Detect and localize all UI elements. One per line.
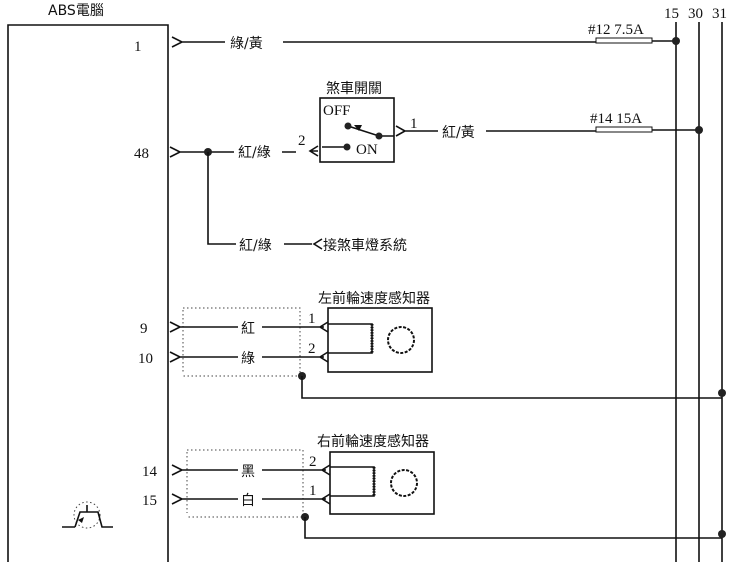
left-front-wheel-speed-sensor: 9 10 紅 綠 1 2 左前輪速度感知器 — [138, 290, 726, 399]
transistor-icon — [62, 501, 113, 529]
left-sensor-pin-1: 1 — [308, 311, 316, 327]
wire-color-14: 黑 — [241, 464, 255, 480]
right-sensor-pin-2: 2 — [309, 454, 317, 470]
wire-color-1: 綠/黃 — [230, 36, 263, 52]
left-sensor-title: 左前輪速度感知器 — [318, 290, 430, 307]
wire-color-48: 紅/綠 — [238, 145, 271, 161]
right-sensor-pin-1: 1 — [309, 483, 317, 499]
brake-switch-title: 煞車開關 — [326, 80, 382, 97]
wire-color-15: 白 — [241, 493, 255, 509]
right-front-wheel-speed-sensor: 14 15 黑 白 2 1 右前輪速度感知器 — [142, 433, 726, 539]
right-sensor-title: 右前輪速度感知器 — [317, 433, 429, 450]
bus-label-30: 30 — [688, 6, 703, 22]
fuse-14-label: #14 15A — [590, 111, 642, 127]
switch-off-label: OFF — [323, 103, 351, 119]
power-bus: 15 30 31 — [664, 6, 727, 562]
wire-color-10: 綠 — [241, 351, 255, 367]
wire-color-9: 紅 — [241, 321, 255, 337]
circuit-pin-1: 1 綠/黃 #12 7.5A — [134, 22, 680, 55]
brake-light-system-label: 接煞車燈系統 — [323, 237, 407, 254]
fuse-12-label: #12 7.5A — [588, 22, 644, 38]
pin-1-label: 1 — [134, 39, 142, 55]
fuse-14 — [595, 126, 653, 133]
pin-9-label: 9 — [140, 321, 148, 337]
wire-color-switch-out: 紅/黃 — [442, 125, 475, 141]
pin-14-label: 14 — [142, 464, 158, 480]
pin-15-label: 15 — [142, 493, 157, 509]
wire-color-48b: 紅/綠 — [239, 238, 272, 254]
circuit-pin-48: 48 紅/綠 2 紅/綠 接煞車燈系統 — [134, 133, 407, 254]
abs-ecu: ABS電腦 — [7, 3, 169, 562]
pin-48-label: 48 — [134, 146, 149, 162]
fuse-12 — [595, 37, 653, 44]
bus-label-31: 31 — [712, 6, 727, 22]
switch-on-label: ON — [356, 142, 378, 158]
pin-10-label: 10 — [138, 351, 153, 367]
brake-switch: 煞車開關 OFF ON 1 紅/黃 #14 15A — [319, 80, 703, 163]
bus-label-15: 15 — [664, 6, 679, 22]
left-sensor-pin-2: 2 — [308, 341, 316, 357]
switch-pin-2: 2 — [298, 133, 306, 149]
ecu-title: ABS電腦 — [48, 3, 104, 19]
switch-pin-1: 1 — [410, 116, 418, 132]
